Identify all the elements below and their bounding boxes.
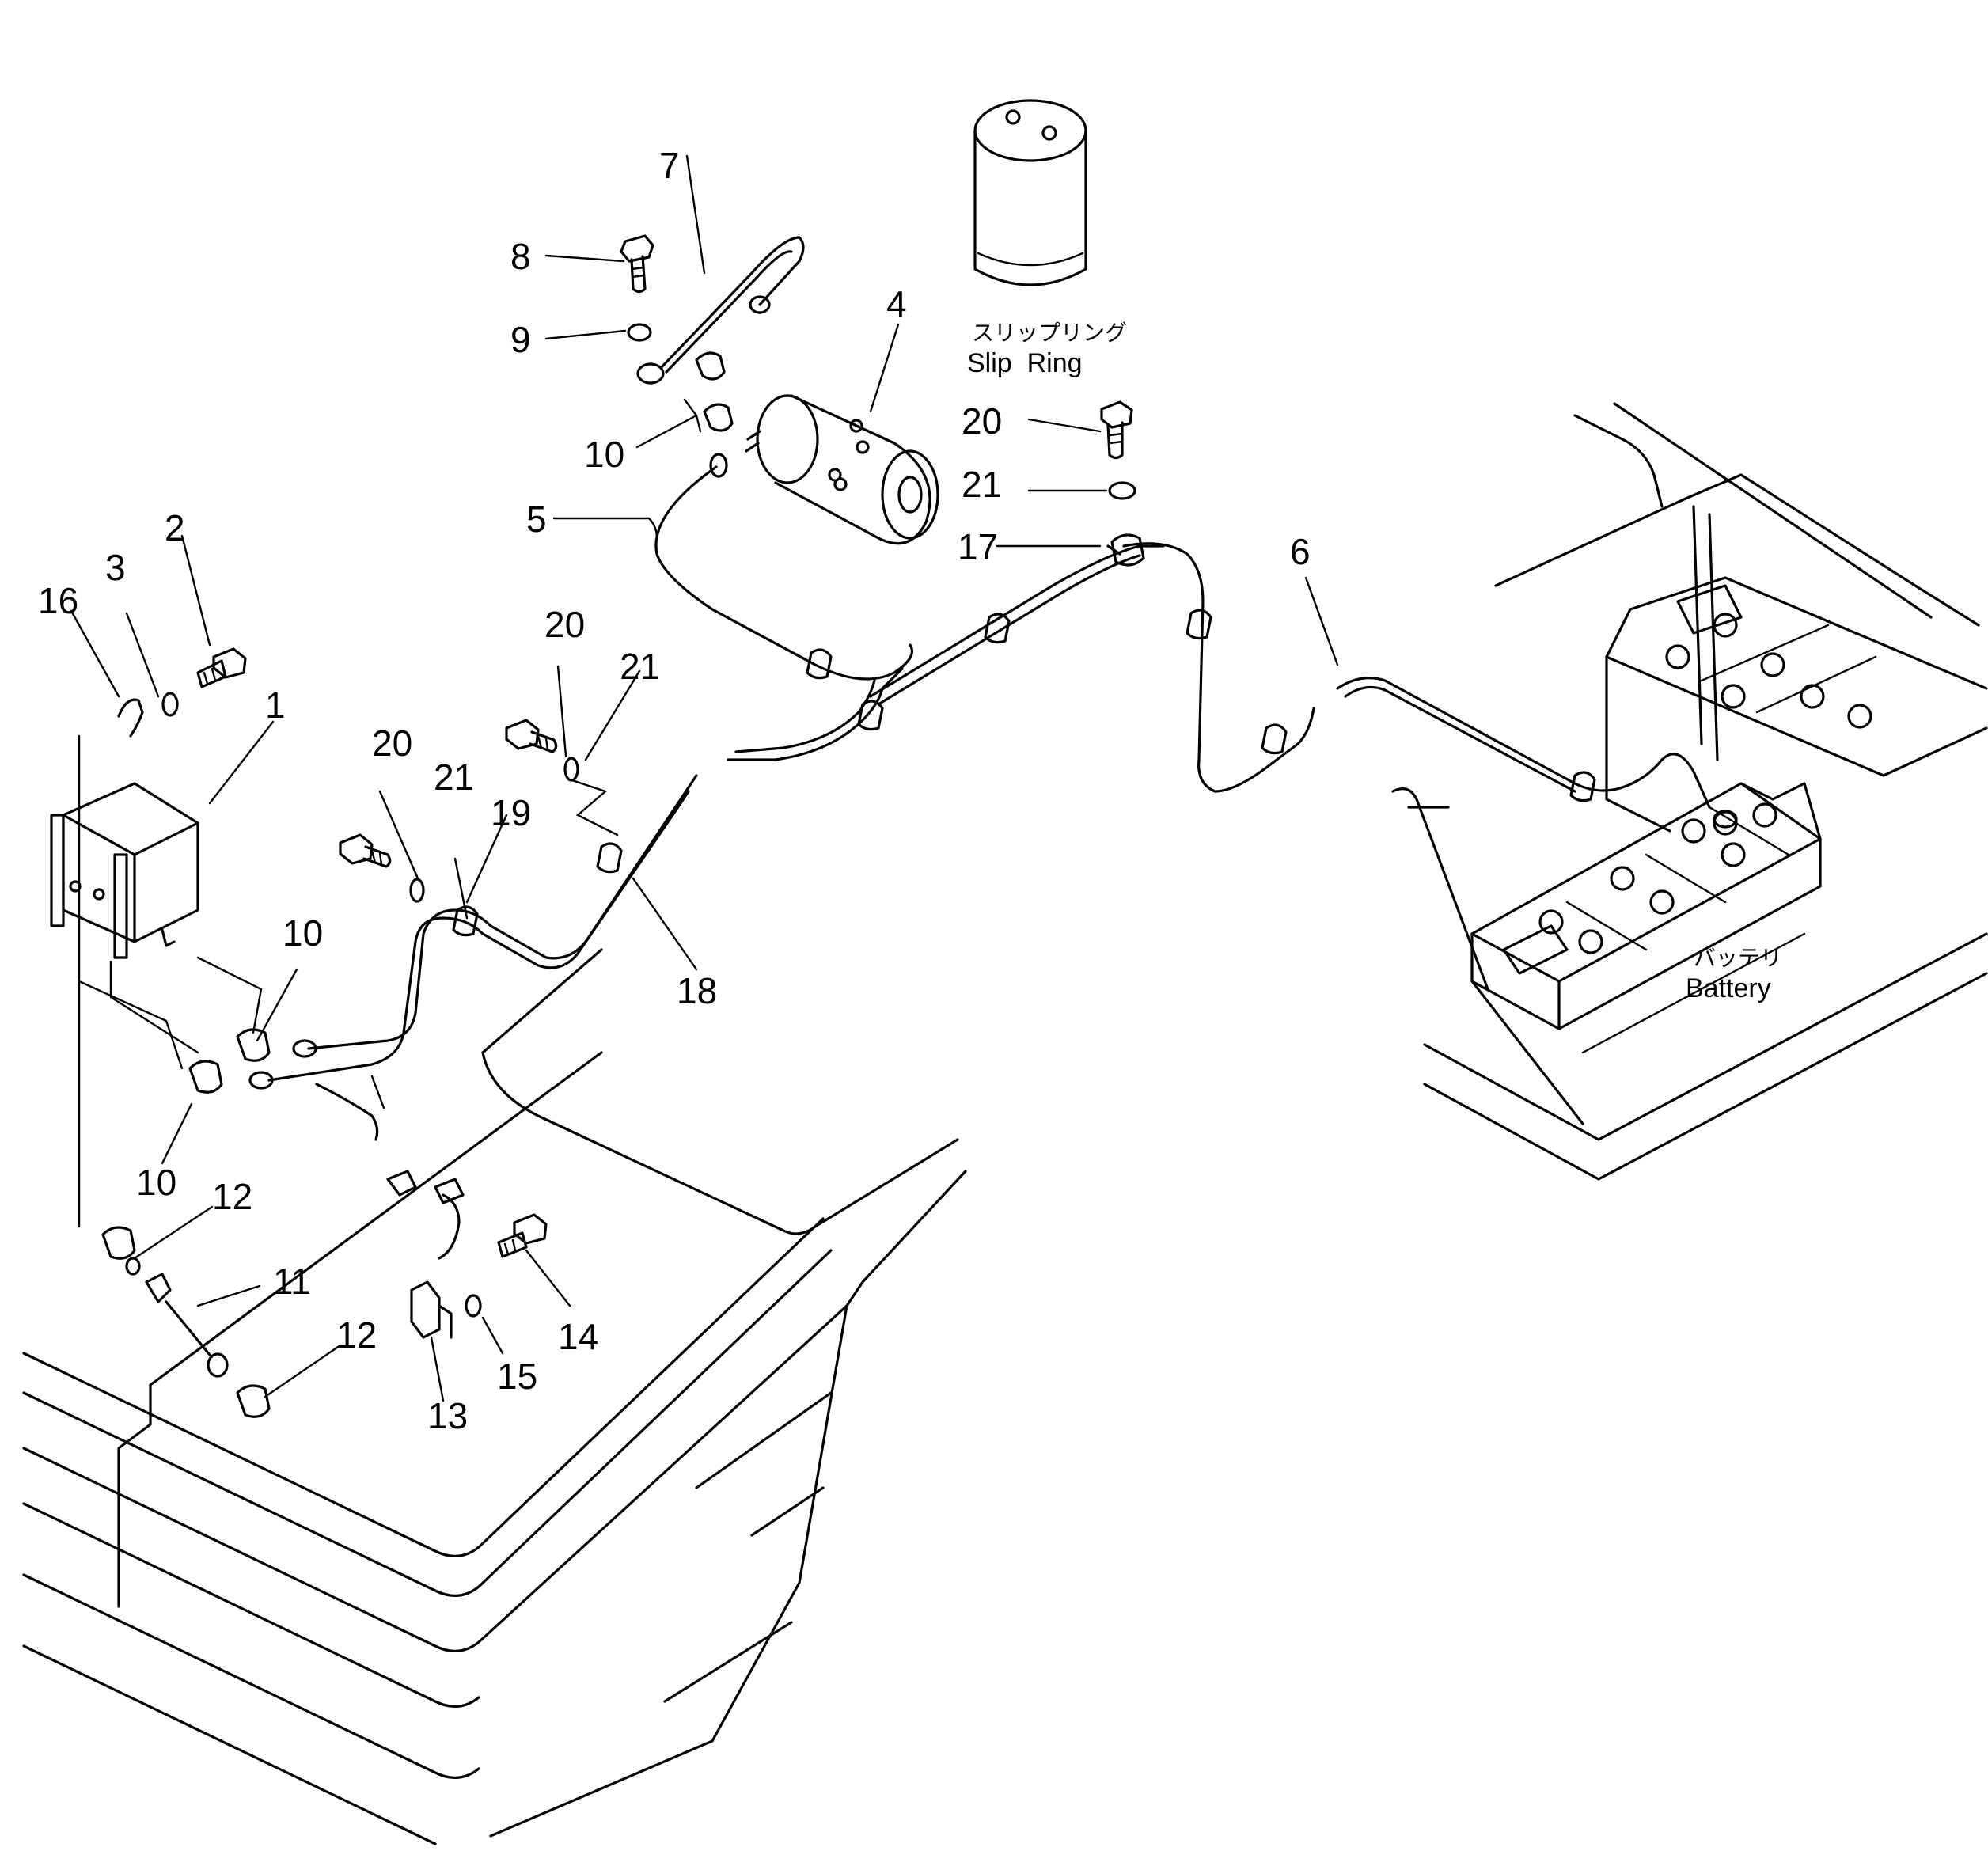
machine-frame — [22, 948, 967, 1845]
callout-10-box-bottom: 10 — [136, 1162, 176, 1203]
callout-9: 9 — [510, 319, 531, 360]
battery-label-jp: バッテリ — [1694, 945, 1782, 971]
callout-21-lower: 21 — [434, 757, 474, 798]
slip-ring — [973, 99, 1087, 286]
cables — [267, 236, 1711, 1260]
callout-21-upper: 21 — [962, 464, 1002, 505]
callout-5: 5 — [526, 499, 547, 540]
battery-frame — [1391, 402, 1988, 1181]
motor — [745, 394, 939, 545]
callout-3: 3 — [105, 547, 126, 588]
callout-17: 17 — [958, 526, 998, 567]
callout-4: 4 — [886, 283, 907, 324]
callout-18: 18 — [677, 970, 717, 1011]
callout-12-lower: 12 — [336, 1314, 377, 1356]
callout-11: 11 — [273, 1261, 311, 1302]
slip-ring-label-en: Slip Ring — [967, 348, 1083, 378]
callout-20-upper: 20 — [962, 400, 1002, 442]
callout-21-mid: 21 — [620, 646, 660, 687]
callout-2: 2 — [165, 507, 185, 548]
callout-15: 15 — [497, 1356, 537, 1397]
callout-20-lower: 20 — [372, 723, 412, 764]
callout-7: 7 — [659, 145, 680, 186]
fasteners — [101, 234, 1738, 1418]
callout-14: 14 — [558, 1316, 598, 1357]
part-captions: スリップリング Slip Ring バッテリ Battery — [967, 320, 1782, 1003]
leader-lines — [70, 154, 1339, 1402]
battery-front — [1470, 782, 1822, 1125]
battery-rear — [1605, 576, 1988, 833]
callout-19: 19 — [491, 792, 531, 833]
callout-16: 16 — [38, 580, 78, 621]
callout-6: 6 — [1290, 531, 1311, 572]
relay-box — [50, 782, 199, 959]
callout-13: 13 — [427, 1395, 468, 1436]
battery-label-en: Battery — [1686, 973, 1771, 1003]
callout-8: 8 — [510, 236, 531, 277]
callout-20-mid: 20 — [544, 604, 585, 645]
callout-1: 1 — [265, 685, 286, 726]
callout-10-box-top: 10 — [283, 912, 323, 954]
callout-10-motor: 10 — [584, 434, 624, 475]
callout-numbers: 1 2 3 16 4 5 6 7 8 9 10 10 10 11 12 12 1… — [38, 145, 1311, 1436]
clamps — [452, 533, 1596, 937]
slip-ring-label-jp: スリップリング — [972, 320, 1127, 346]
callout-12-upper: 12 — [212, 1176, 252, 1217]
